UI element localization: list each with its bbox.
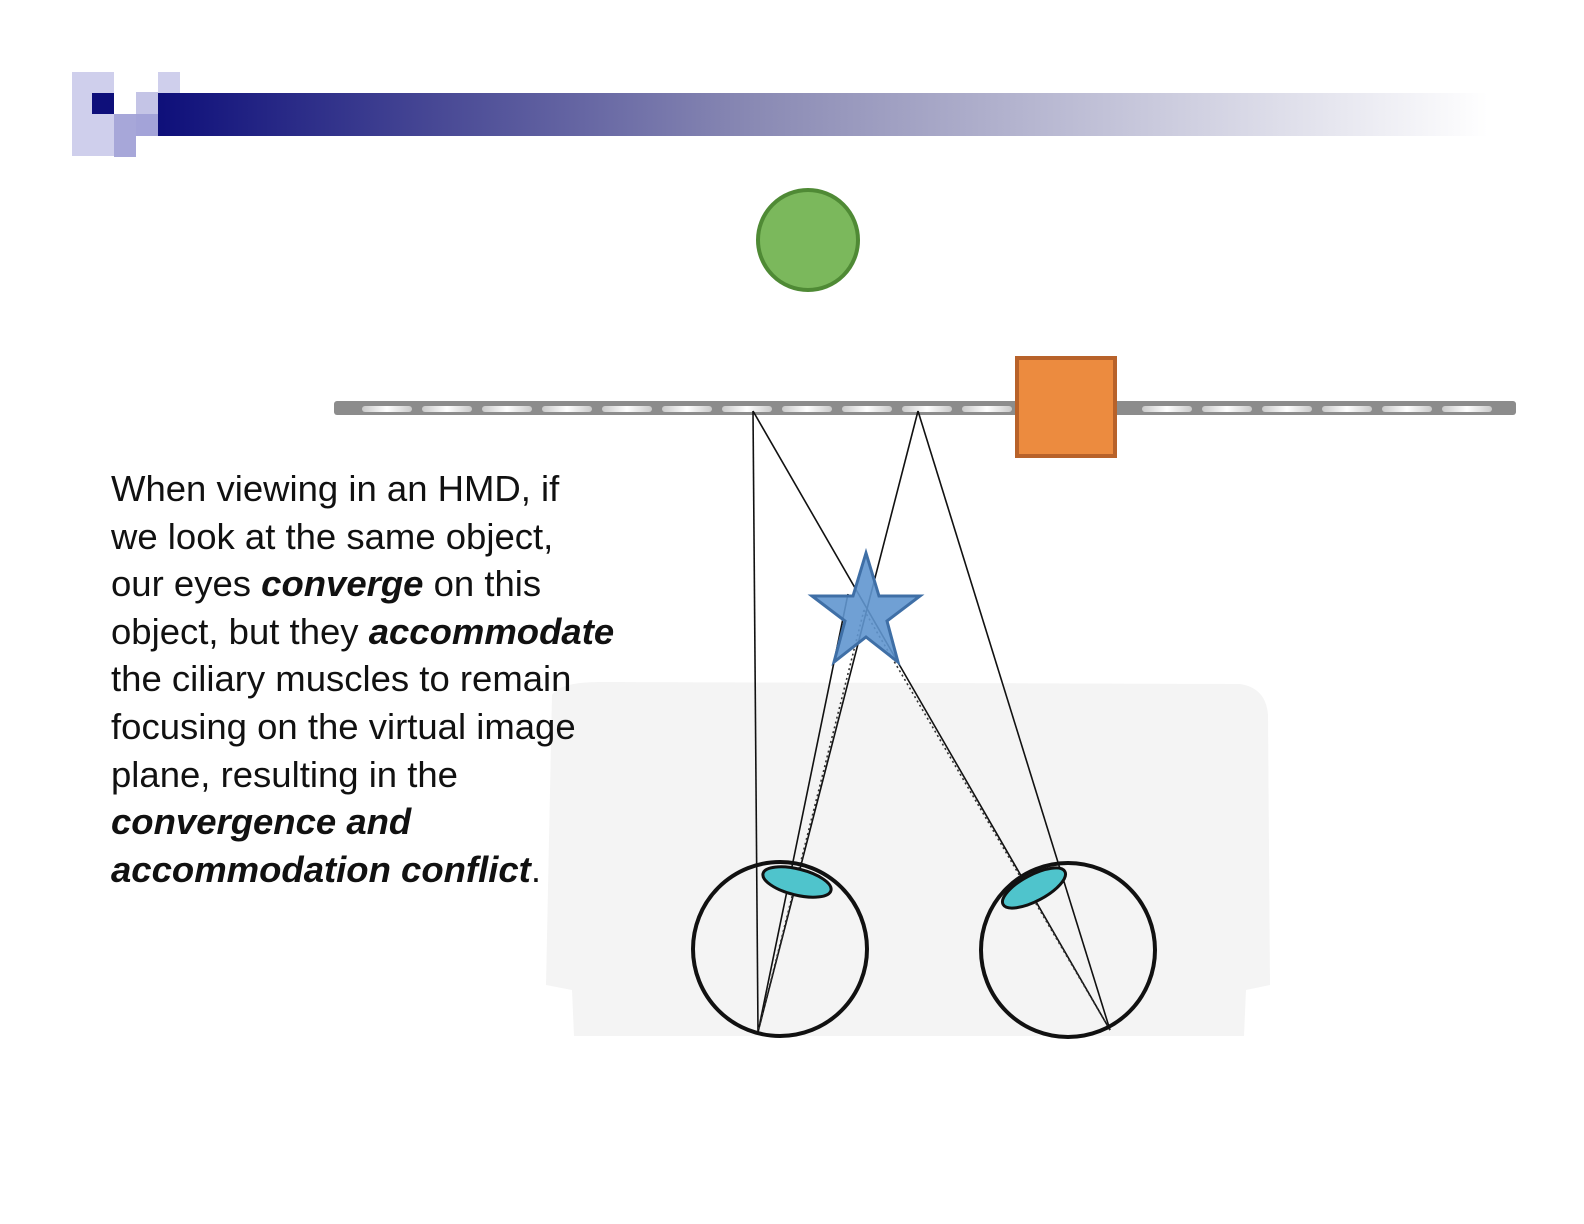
body-line-3-post: on this xyxy=(423,563,542,605)
image-plane-segment xyxy=(482,406,532,412)
right-eye xyxy=(979,861,1157,1039)
right-eye-lens xyxy=(1000,866,1068,910)
image-plane-segment xyxy=(1442,406,1492,412)
emphasis-accommodation-conflict: accommodation conflict xyxy=(111,848,531,890)
body-line-9: accommodation conflict. xyxy=(111,846,711,894)
sight-lines xyxy=(752,410,1111,1033)
image-plane-object-square xyxy=(1015,356,1117,458)
body-text: When viewing in an HMD, if we look at th… xyxy=(111,465,711,893)
image-plane-segment xyxy=(1322,406,1372,412)
focus-target-star xyxy=(807,547,925,666)
body-line-4: object, but they accommodate xyxy=(111,608,711,656)
body-line-3-pre: our eyes xyxy=(111,563,262,605)
image-plane-segment xyxy=(1142,406,1192,412)
image-plane-segment xyxy=(842,406,892,412)
body-line-3: our eyes converge on this xyxy=(111,560,711,608)
virtual-image-plane xyxy=(334,401,1516,415)
body-line-4-pre: object, but they xyxy=(111,610,369,652)
body-line-1: When viewing in an HMD, if xyxy=(111,468,560,509)
image-plane-segment xyxy=(362,406,412,412)
image-plane-segment xyxy=(722,406,772,412)
body-line-2: we look at the same object, xyxy=(111,515,554,557)
header-gradient-bar xyxy=(158,93,1488,136)
image-plane-segment xyxy=(422,406,472,412)
body-line-8: convergence and xyxy=(111,798,711,846)
left-eye xyxy=(691,860,869,1038)
image-plane-segment xyxy=(602,406,652,412)
image-plane-segment xyxy=(542,406,592,412)
eye-region-background xyxy=(546,682,1270,1036)
emphasis-accommodate: accommodate xyxy=(368,610,615,652)
emphasis-converge: converge xyxy=(261,563,424,605)
image-plane-segment xyxy=(782,406,832,412)
emphasis-convergence-and: convergence and xyxy=(111,801,412,843)
header-square-dark xyxy=(92,93,114,114)
body-line-9-post: . xyxy=(530,848,541,890)
image-plane-segment xyxy=(1382,406,1432,412)
image-plane-segments xyxy=(362,406,1492,412)
body-line-5: the ciliary muscles to remain xyxy=(111,658,572,700)
header-square-mid xyxy=(136,114,158,136)
image-plane-segment xyxy=(1262,406,1312,412)
image-plane-segment xyxy=(962,406,1012,412)
image-plane-segment xyxy=(1202,406,1252,412)
header-square-light-4 xyxy=(158,72,180,93)
far-object-circle xyxy=(756,188,860,292)
left-eye-lens xyxy=(761,865,833,899)
image-plane-segment xyxy=(902,406,952,412)
header-decoration xyxy=(72,72,1488,157)
center-dotted-lines xyxy=(757,609,1111,1033)
header-square-light-2 xyxy=(114,114,136,157)
body-line-6: focusing on the virtual image xyxy=(111,705,576,747)
body-line-7: plane, resulting in the xyxy=(111,753,458,795)
image-plane-segment xyxy=(662,406,712,412)
